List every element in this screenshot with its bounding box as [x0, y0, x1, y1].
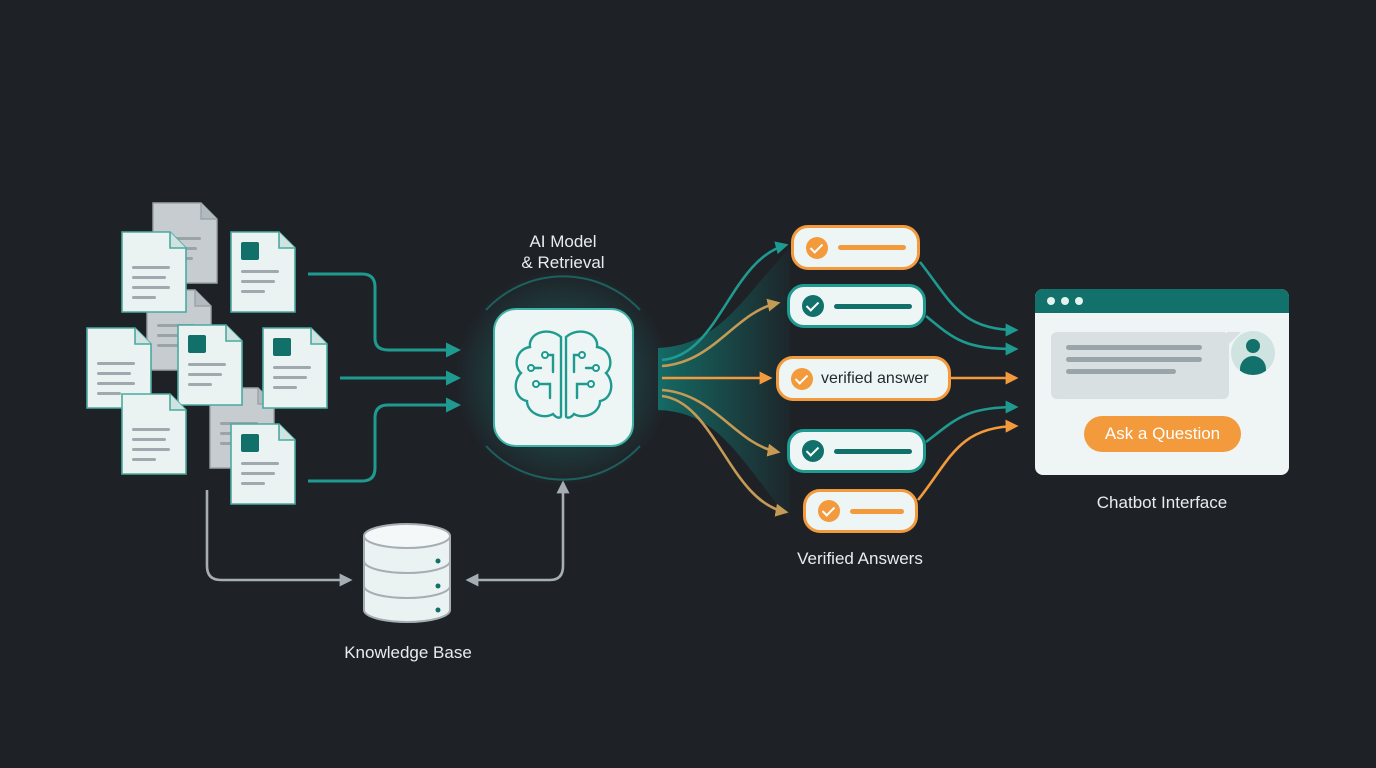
answer-placeholder-line	[834, 303, 912, 309]
check-icon	[806, 236, 828, 259]
ask-question-button[interactable]: Ask a Question	[1084, 416, 1241, 452]
answer-pill	[803, 489, 918, 533]
ai-model-label: AI Model & Retrieval	[488, 231, 638, 273]
verified-answers-label: Verified Answers	[797, 549, 923, 568]
connector-arrow	[549, 480, 570, 582]
document-icon	[230, 423, 296, 505]
connector-arrow	[308, 397, 461, 483]
check-icon	[802, 440, 824, 462]
ai-model-node	[455, 270, 671, 486]
document-icon	[262, 327, 328, 409]
check-icon	[818, 500, 840, 522]
check-icon	[802, 295, 824, 317]
message-placeholder-line	[1066, 357, 1202, 362]
database-icon	[363, 523, 451, 623]
connector-arrow	[661, 394, 789, 517]
answer-text: verified answer	[821, 369, 929, 387]
connector-arrow	[661, 298, 781, 368]
user-icon	[1231, 331, 1275, 375]
answer-placeholder-line	[838, 245, 906, 250]
chatbot-interface-label: Chatbot Interface	[1096, 493, 1228, 512]
document-icon	[230, 231, 296, 313]
document-icon	[177, 324, 243, 406]
window-dot-icon	[1061, 297, 1069, 305]
ai-model-label-line2: & Retrieval	[521, 253, 605, 272]
answer-pill	[787, 284, 926, 328]
answer-pill	[791, 225, 920, 270]
document-cluster	[86, 202, 328, 505]
chatbot-titlebar	[1035, 289, 1289, 313]
chat-connectors	[916, 261, 1019, 501]
connector-arrow	[918, 261, 1019, 337]
chat-message-bubble	[1051, 332, 1241, 399]
connector-arrow	[661, 241, 789, 362]
check-icon	[791, 367, 813, 390]
knowledge-base-label: Knowledge Base	[344, 643, 472, 662]
document-icon	[121, 231, 187, 313]
window-dot-icon	[1075, 297, 1083, 305]
message-placeholder-line	[1066, 345, 1202, 350]
output-fan	[658, 248, 790, 520]
answer-pill	[787, 429, 926, 473]
connector-arrow	[916, 419, 1019, 501]
knowledge-base-connectors	[205, 480, 570, 587]
connector-arrow	[205, 490, 353, 587]
connector-arrow	[661, 388, 781, 457]
answer-placeholder-line	[834, 448, 912, 454]
connector-arrow	[308, 272, 461, 358]
ai-model-label-line1: AI Model	[529, 232, 597, 251]
connector-arrow	[925, 400, 1019, 444]
document-icon	[121, 393, 187, 475]
answer-connectors	[661, 241, 789, 517]
connector-arrow	[925, 314, 1019, 356]
window-dot-icon	[1047, 297, 1055, 305]
answer-placeholder-line	[850, 508, 904, 514]
chatbot-window: Ask a Question	[1035, 289, 1289, 475]
document-connectors	[308, 272, 461, 483]
answer-pill-verified: verified answer	[776, 356, 951, 401]
message-placeholder-line	[1066, 369, 1176, 374]
